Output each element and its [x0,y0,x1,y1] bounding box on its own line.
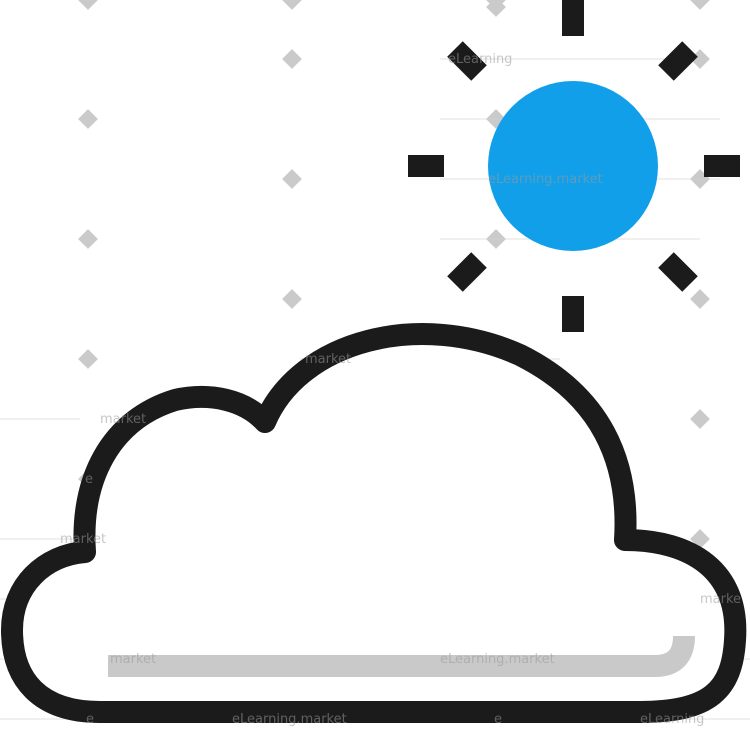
watermark-text: eLearning [640,712,704,727]
sun-ray-top-left [447,41,487,81]
sun-ray-top-right [658,41,698,81]
sun-ray-left [408,155,444,177]
watermark-text: e [494,712,502,727]
sun-ray-bottom [562,296,584,332]
watermark-text: market [100,412,146,427]
sun-icon [408,0,740,332]
watermark-text: e [85,472,93,487]
watermark-text: eLearning.market [488,172,603,187]
watermark-text: eLearning.market [232,712,347,727]
watermark-text: e [86,712,94,727]
cloud-icon [1,323,747,723]
cloud-shadow [108,635,695,677]
cloud-outline [1,323,747,723]
watermark-text: marke [700,592,741,607]
watermark-text: market [110,652,156,667]
watermark-text: market [305,352,351,367]
sun-ray-bottom-right [658,252,698,292]
watermark-text: eLearning [448,52,512,67]
sun-disc [488,81,658,251]
watermark-text: eLearning.market [440,652,555,667]
sun-ray-right [704,155,740,177]
sun-ray-bottom-left [447,252,487,292]
sun-ray-top [562,0,584,36]
watermark-texts: eLearning eLearning.market market market… [60,52,741,727]
watermark-text: market [60,532,106,547]
